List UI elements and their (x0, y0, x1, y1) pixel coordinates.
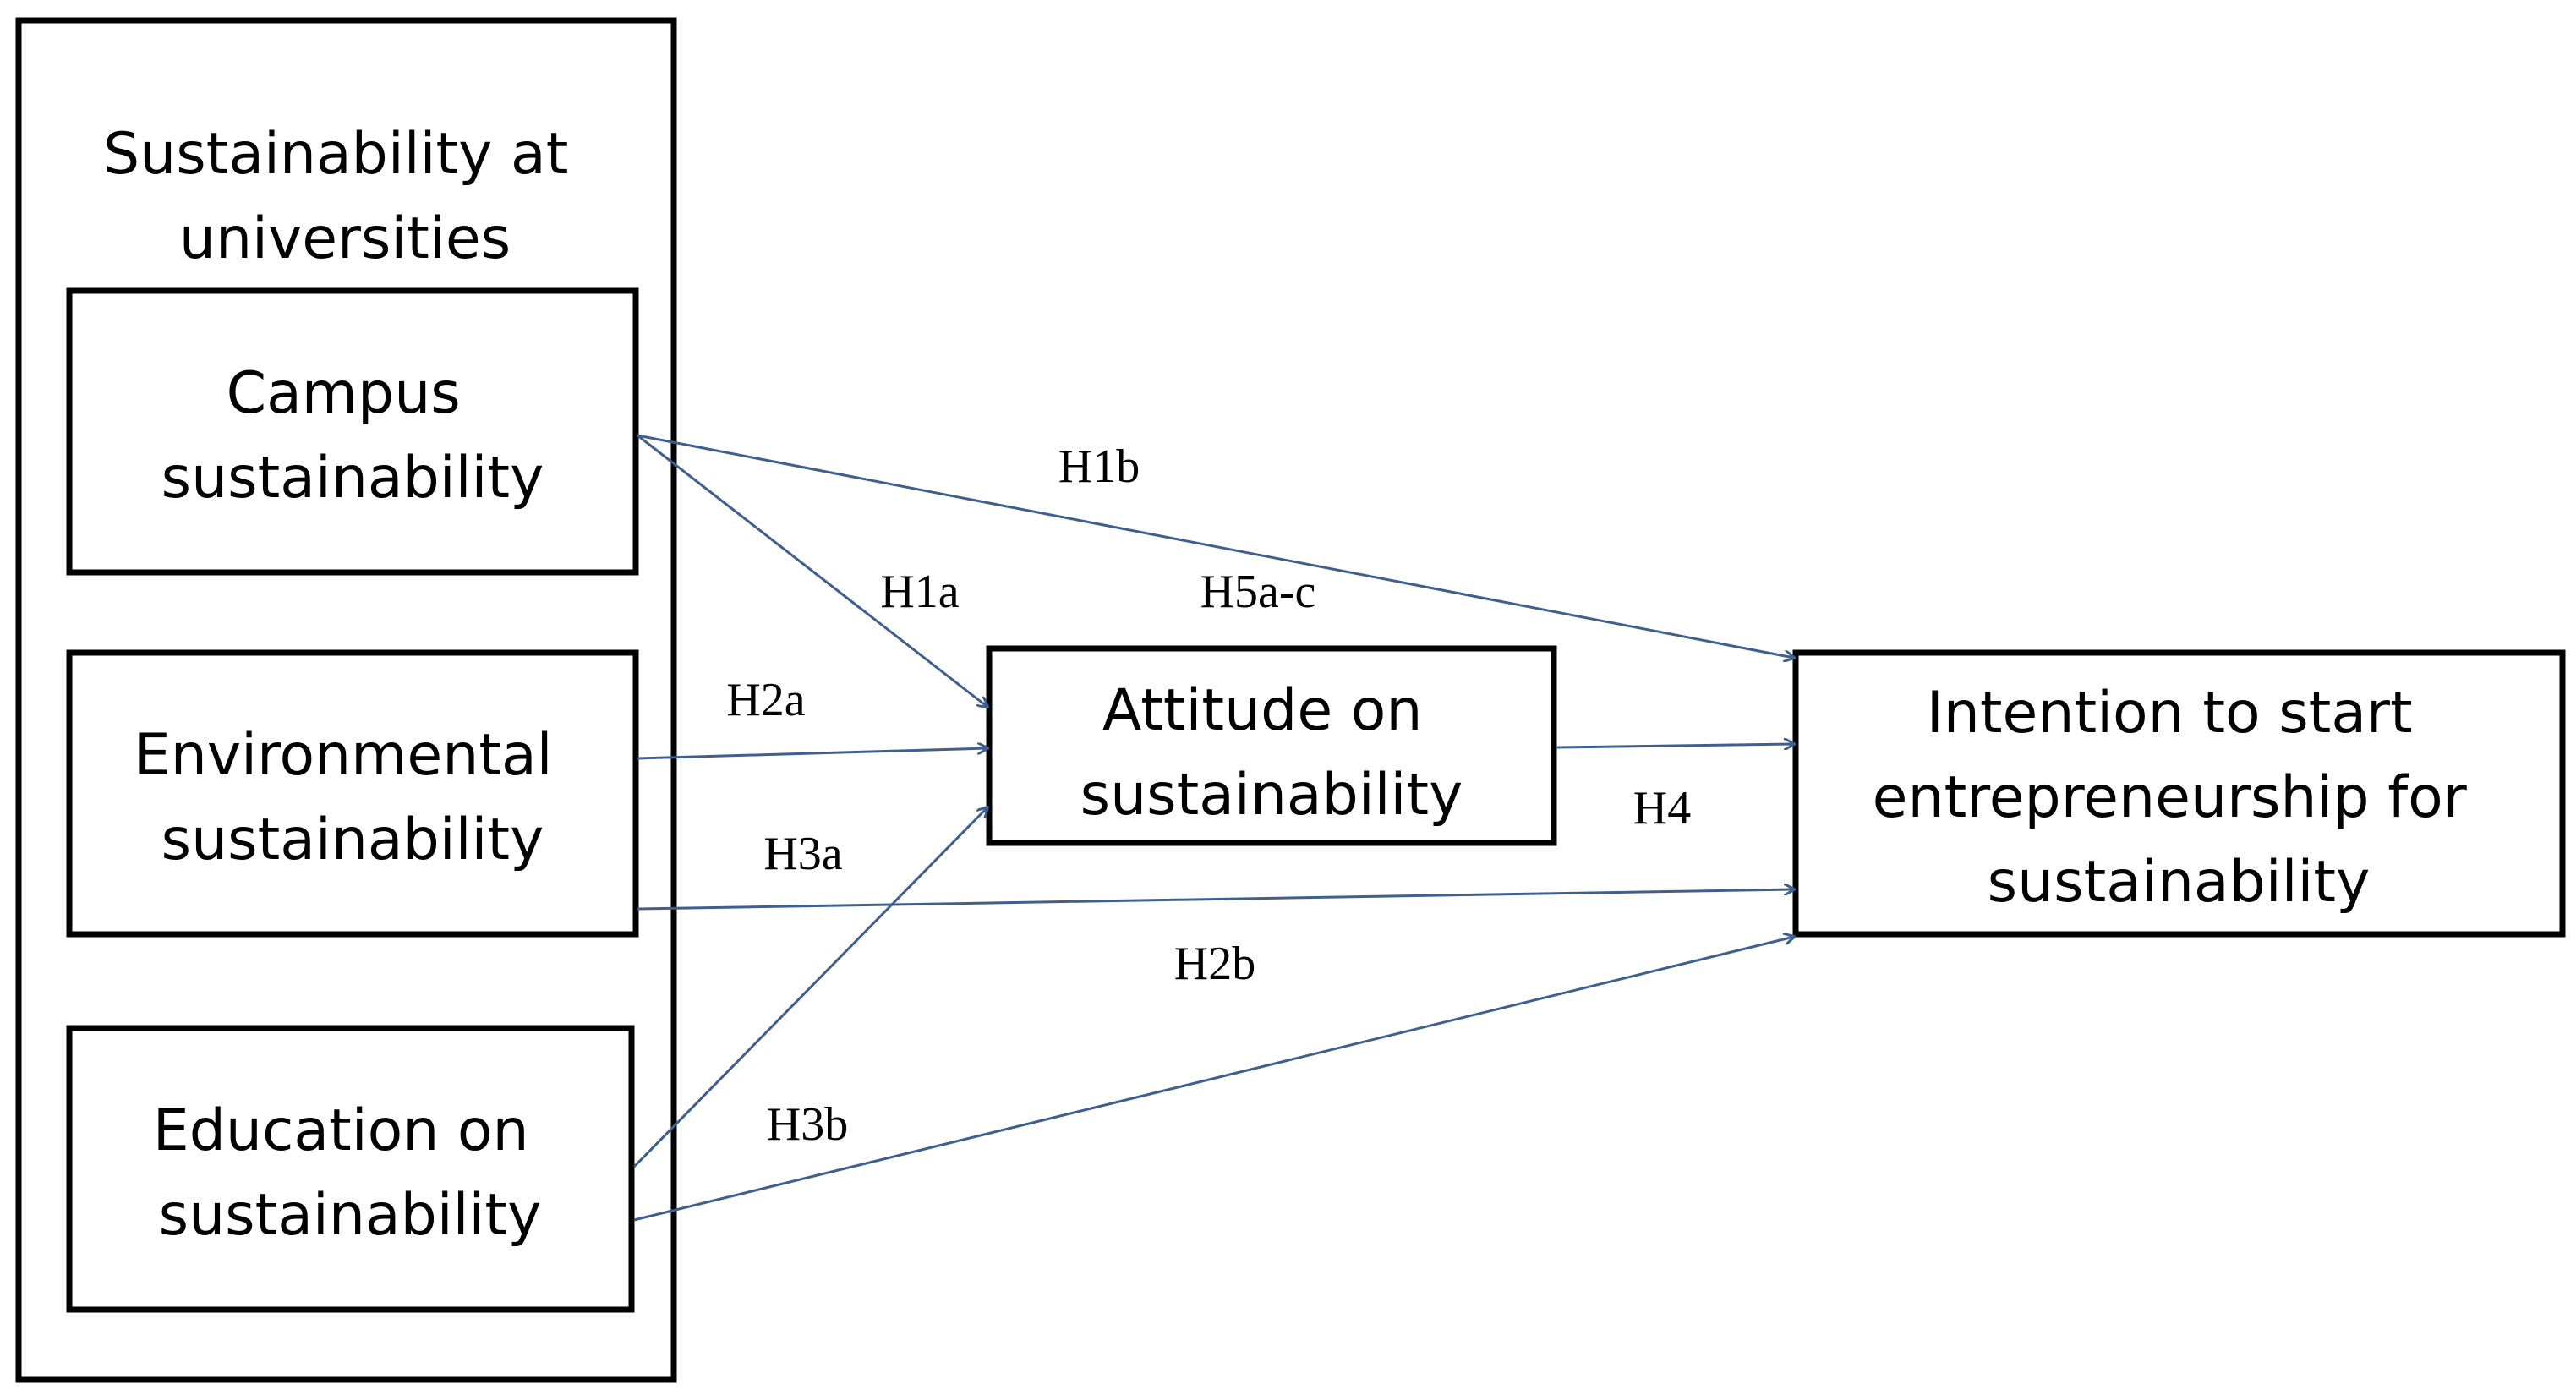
education-line-1: Education on (153, 1097, 529, 1164)
arrow-h1a (637, 434, 987, 707)
arrow-h2b (633, 937, 1794, 1222)
education-sustainability-box (66, 1025, 635, 1313)
environmental-line-1: Environmental (134, 722, 553, 789)
campus-sustainability-box (66, 287, 639, 576)
arrow-h3b-to-attitude (632, 807, 987, 1168)
arrow-h4 (1555, 744, 1794, 747)
arrow-h3a (637, 889, 1794, 911)
intention-entrepreneurship-box (1792, 649, 2566, 938)
arrow-h1b (637, 434, 1794, 658)
campus-line-1: Campus (227, 360, 461, 427)
group-title-line-1: Sustainability at (103, 121, 568, 188)
hypothesis-h3b-label: H3b (767, 1098, 848, 1151)
attitude-line-1: Attitude on (1102, 677, 1423, 744)
hypothesis-h5-label: H5a-c (1200, 566, 1316, 618)
group-title: Sustainability at universities (103, 121, 587, 272)
hypothesis-h1a-label: H1a (880, 566, 959, 618)
intention-line-3: sustainability (1988, 849, 2371, 916)
hypothesis-h2b-label: H2b (1174, 938, 1255, 990)
attitude-sustainability-box (986, 645, 1557, 846)
hypothesis-h4-label: H4 (1633, 782, 1691, 834)
education-sustainability-label: Education on sustainability (153, 1097, 547, 1249)
education-line-2: sustainability (159, 1182, 542, 1249)
intention-line-2: entrepreneurship for (1873, 764, 2467, 831)
environmental-sustainability-box (66, 649, 639, 938)
campus-line-2: sustainability (161, 445, 544, 512)
attitude-sustainability-label: Attitude on sustainability (1080, 677, 1463, 829)
hypothesis-h1b-label: H1b (1058, 440, 1140, 493)
group-title-line-2: universities (179, 205, 511, 272)
arrow-h2a (637, 748, 987, 760)
environmental-sustainability-label: Environmental sustainability (134, 722, 571, 873)
hypothesis-h3a-label: H3a (763, 828, 842, 880)
environmental-line-2: sustainability (161, 807, 544, 873)
attitude-line-2: sustainability (1080, 762, 1463, 829)
intention-entrepreneurship-label: Intention to start entrepreneurship for … (1873, 680, 2486, 916)
hypothesis-h2a-label: H2a (726, 674, 805, 726)
campus-sustainability-label: Campus sustainability (161, 360, 544, 512)
intention-line-1: Intention to start (1927, 680, 2413, 747)
